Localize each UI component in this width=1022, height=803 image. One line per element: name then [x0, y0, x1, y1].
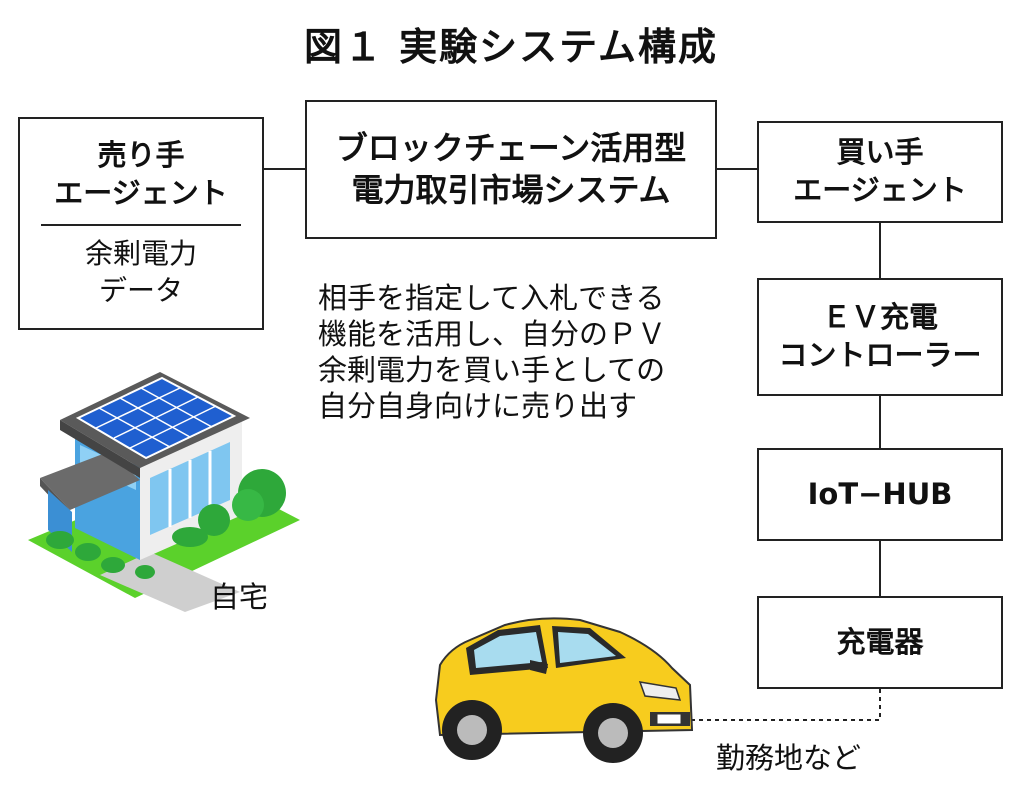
iot-hub-box: IoT−HUB	[757, 448, 1003, 541]
surplus-power-data-line: 余剰電力	[84, 237, 197, 271]
figure-title: 図１ 実験システム構成	[303, 25, 719, 69]
ev-controller-label-line: ＥＶ充電	[821, 300, 938, 335]
charger-car-cable	[690, 689, 881, 721]
surplus-power-data-label: 余剰電力 データ	[85, 236, 197, 309]
seller-agent-box: 売り手 エージェント 余剰電力 データ	[18, 117, 264, 330]
market-system-label-line: 電力取引市場システム	[351, 170, 671, 209]
ev-controller-label-line: コントローラー	[778, 338, 982, 372]
buyer-agent-label-line: エージェント	[793, 173, 967, 207]
home-label: 自宅	[210, 580, 269, 614]
charger-label: 充電器	[836, 624, 924, 659]
description-text: 相手を指定して入札できる 機能を活用し、自分のＰＶ 余剰電力を買い手としての 自…	[318, 281, 738, 425]
description-line: 余剰電力を買い手としての	[318, 352, 666, 387]
buyer-agent-box: 買い手 エージェント	[757, 121, 1003, 223]
workplace-label: 勤務地など	[716, 741, 862, 775]
description-line: 相手を指定して入札できる	[318, 281, 665, 315]
market-system-label-line: ブロックチェーン活用型	[335, 128, 687, 167]
description-line: 機能を活用し、自分のＰＶ	[318, 316, 667, 351]
market-system-box: ブロックチェーン活用型 電力取引市場システム	[305, 100, 717, 239]
buyer-agent-label-line: 買い手	[836, 135, 924, 170]
car-headlight	[638, 681, 682, 701]
porch-roof	[40, 452, 140, 510]
seller-agent-label: 売り手 エージェント	[54, 137, 227, 212]
surplus-power-data-line: データ	[98, 273, 183, 307]
seller-box-divider	[41, 224, 241, 227]
description-line: 自分自身向けに売り出す	[318, 388, 638, 423]
seller-agent-label-line: エージェント	[54, 175, 228, 210]
iot-hub-label: IoT−HUB	[807, 476, 953, 511]
seller-agent-label-line: 売り手	[97, 138, 185, 172]
driveway	[100, 552, 240, 612]
ev-charge-controller-box: ＥＶ充電 コントローラー	[757, 278, 1003, 396]
charger-box: 充電器	[757, 596, 1003, 689]
